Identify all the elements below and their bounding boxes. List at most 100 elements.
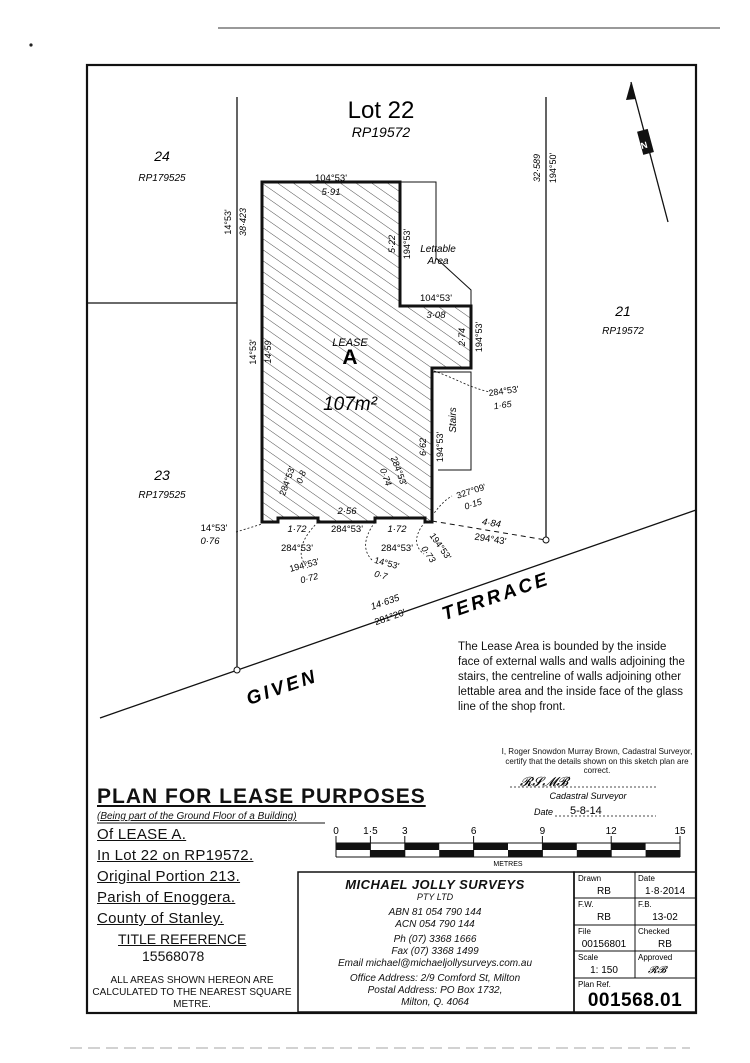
scale-tick-label: 3 <box>402 826 408 837</box>
corner-peg <box>233 666 241 674</box>
distance-label: 1·65 <box>493 399 513 412</box>
scale-tick-label: 6 <box>471 826 477 837</box>
road-name-given: GIVEN <box>244 666 321 710</box>
firm-fax: Fax (07) 3368 1499 <box>391 946 479 957</box>
bearing-label: 14°53' <box>223 209 233 235</box>
fw-label: F.W. <box>578 900 594 909</box>
bearing-label: 284°53' <box>488 384 520 398</box>
stairs-label: Stairs <box>448 407 459 433</box>
lettable-area-label: Lettable <box>420 244 456 255</box>
bearing-label: 284°53' <box>381 543 413 554</box>
lot-plan: RP19572 <box>352 124 411 140</box>
distance-label: 32·589 <box>532 154 542 182</box>
leader-line <box>433 370 491 393</box>
lease-note: The Lease Area is bounded by the inside … <box>458 641 685 713</box>
distance-label: 0·15 <box>463 496 484 511</box>
bearing-label: 194°53' <box>435 432 445 463</box>
description-line: In Lot 22 on RP19572. <box>97 847 254 864</box>
firm-email: Email michael@michaeljollysurveys.com.au <box>337 958 533 969</box>
bearing-label: 194°53' <box>474 322 484 353</box>
road-frontage <box>99 509 697 719</box>
bearing-label: 284°53' <box>331 524 363 535</box>
fb-value: 13-02 <box>652 912 678 923</box>
plan-border <box>85 63 698 1015</box>
bearing-label: 194°53' <box>402 229 412 260</box>
scale-segment <box>611 843 646 850</box>
distance-label: 3·08 <box>426 310 446 321</box>
signature-image: 𝓡𝓢𝓜𝓑 <box>520 774 571 789</box>
distance-label: 2·56 <box>336 506 357 517</box>
firm-name: MICHAEL JOLLY SURVEYS <box>345 877 525 892</box>
drawn-label: Drawn <box>578 874 601 883</box>
scale-tick-label: 12 <box>606 826 618 837</box>
road-name-terrace: TERRACE <box>439 569 553 626</box>
scale-bar <box>335 836 681 858</box>
scale-tick-label: 15 <box>674 826 686 837</box>
scale-value: 1: 150 <box>590 965 618 976</box>
firm-pty: PTY LTD <box>416 892 454 902</box>
firm-city: Milton, Q. 4064 <box>401 997 469 1008</box>
lease-word: LEASE <box>332 337 368 349</box>
date-value: 1·8·2014 <box>645 886 685 897</box>
title-reference-number: 15568078 <box>142 948 205 964</box>
neighbor-lot-24: 24 <box>153 148 170 164</box>
lettable-area-outline <box>400 181 472 305</box>
leader-line <box>300 521 319 569</box>
description-line: County of Stanley. <box>97 910 224 927</box>
cert-date: 5-8-14 <box>570 805 602 817</box>
lot-title: Lot 22 <box>348 97 415 124</box>
approved-label: Approved <box>638 953 672 962</box>
file-label: File <box>578 927 591 936</box>
offset-line <box>431 520 547 541</box>
scale-segment <box>336 843 371 850</box>
lease-letter: A <box>342 346 357 369</box>
planref-label: Plan Ref. <box>578 980 611 989</box>
checked-label: Checked <box>638 927 670 936</box>
north-arrow: N <box>626 81 669 223</box>
distance-label: 14·59 <box>263 340 273 363</box>
leader-line <box>431 495 453 517</box>
checked-value: RB <box>658 939 672 950</box>
north-label: N <box>640 140 649 151</box>
neighbor-lot-21: 21 <box>614 303 631 319</box>
file-value: 00156801 <box>582 939 627 950</box>
distance-label: 0·76 <box>200 536 220 547</box>
scale-segment <box>404 843 440 850</box>
drawn-value: RB <box>597 886 611 897</box>
description-line: Original Portion 213. <box>97 868 241 885</box>
scale-segment <box>473 843 508 850</box>
scale-segment <box>542 843 577 850</box>
leader-line <box>235 523 263 533</box>
approved-signature: 𝓡𝓑 <box>648 965 668 976</box>
leader-line <box>365 521 376 561</box>
lettable-area-label: Area <box>426 256 449 267</box>
firm-acn: ACN 054 790 144 <box>395 919 475 930</box>
firm-postal-address: Postal Address: PO Box 1732, <box>367 985 503 996</box>
neighbor-plan-23: RP179525 <box>138 490 186 501</box>
bearing-label: 14°53' <box>248 339 258 365</box>
bearing-label: 104°53' <box>315 173 347 184</box>
plan-title: PLAN FOR LEASE PURPOSES <box>97 785 426 808</box>
scale-segment <box>508 850 543 857</box>
firm-office-address: Office Address: 2/9 Comford St, Milton <box>349 973 521 984</box>
description-line: Of LEASE A. <box>97 826 187 843</box>
scale-unit: METRES <box>493 861 523 868</box>
scale-tick-label: 0 <box>333 826 339 837</box>
planref-value: 001568.01 <box>588 990 682 1011</box>
distance-label: 0·8 <box>294 469 308 485</box>
neighbor-plan-24: RP179525 <box>138 173 186 184</box>
distance-label: 6·62 <box>418 438 428 456</box>
plan-subtitle: (Being part of the Ground Floor of a Bui… <box>97 811 297 822</box>
bearing-label: 294°43' <box>474 532 508 548</box>
firm-abn: ABN 81 054 790 144 <box>388 907 482 918</box>
cert-date-label: Date <box>534 807 553 817</box>
description-line: Parish of Enoggera. <box>97 889 236 906</box>
bearing-label: 104°53' <box>420 293 452 304</box>
scale-segment <box>645 850 680 857</box>
scale-segment <box>576 850 612 857</box>
distance-label: 1·72 <box>387 524 407 535</box>
bearing-label: 284°53' <box>281 543 313 554</box>
scale-segment <box>439 850 474 857</box>
lease-area-polygon <box>260 180 473 524</box>
